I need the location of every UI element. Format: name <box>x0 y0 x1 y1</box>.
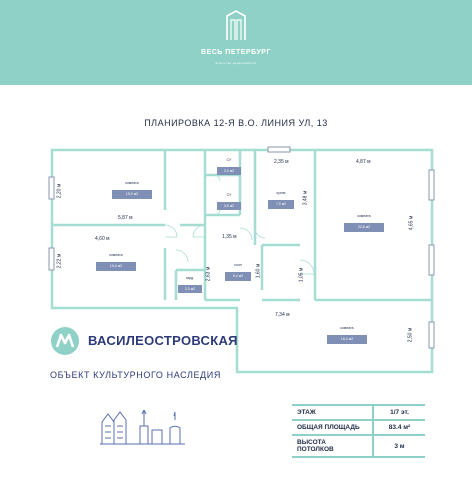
height-label: ВЫСОТА ПОТОЛКОВ <box>292 436 372 456</box>
kitchen-label: кухня <box>276 191 286 195</box>
city-skyline-icon <box>100 409 185 445</box>
dim-hall-width: 1,35 м <box>222 234 237 240</box>
dim-room2-height: 2,22 м <box>56 253 63 269</box>
plan-title: ПЛАНИРОВКА 12-Я В.О. ЛИНИЯ УЛ, 13 <box>144 118 328 128</box>
floor-label: ЭТАЖ <box>297 409 316 416</box>
dim-kitchen-height: 3,48 м <box>302 190 309 206</box>
info-row-area: ОБЩАЯ ПЛОЩАДЬ 83.4 м² <box>292 421 425 436</box>
hall-area: 5,4 м2 <box>225 272 251 281</box>
dim-kitchen-width: 2,35 м <box>274 159 289 165</box>
brand-subtitle: агентство недвижимости <box>215 61 257 65</box>
room2-area: 10,4 м2 <box>96 262 136 271</box>
dim-room3-height: 4,65 м <box>408 215 415 231</box>
height-value: 3 м <box>372 436 425 456</box>
room4-area: 16,4 м2 <box>327 335 367 344</box>
hall-label: холл <box>234 263 242 267</box>
room2-label: комната <box>109 253 123 257</box>
wc2-label: СУ <box>226 193 232 197</box>
brand-header: ВЕСЬ ПЕТЕРБУРГ агентство недвижимости <box>0 0 472 85</box>
dim-room4-width: 7,34 м <box>275 312 290 318</box>
dim-room2-width: 4,60 м <box>95 236 110 242</box>
brand-title: ВЕСЬ ПЕТЕРБУРГ <box>201 49 271 56</box>
height-label-line2: ПОТОЛКОВ <box>297 446 334 453</box>
room3-area: 22,8 м2 <box>344 223 384 232</box>
windows <box>48 146 435 349</box>
wardrobe-area: 2,3 м2 <box>178 285 202 293</box>
info-row-floor: ЭТАЖ 1/7 эт. <box>292 406 425 421</box>
room3-label: комната <box>357 214 371 218</box>
dim-wardrobe-height: 2,63 м <box>205 266 212 282</box>
building-logo-icon <box>226 10 246 40</box>
wc1-area: 2,0 м2 <box>217 167 241 175</box>
metro-station-name: ВАСИЛЕОСТРОВСКАЯ <box>88 333 238 348</box>
dim-corridor-height: 1,05 м <box>298 267 305 283</box>
info-row-height: ВЫСОТА ПОТОЛКОВ 3 м <box>292 436 425 458</box>
heritage-label: ОБЪЕКТ КУЛЬТУРНОГО НАСЛЕДИЯ <box>50 370 221 380</box>
area-label: ОБЩАЯ ПЛОЩАДЬ <box>297 424 360 431</box>
dim-hall-height: 1,60 м <box>255 263 262 279</box>
room4-label: комната <box>340 326 354 330</box>
door-arcs <box>164 174 315 275</box>
dim-room4-height: 2,50 м <box>407 327 414 343</box>
metro-icon <box>51 327 79 355</box>
floor-plan-walls <box>50 148 434 374</box>
wardrobe-label: гард. <box>185 276 195 280</box>
room1-label: комната <box>125 181 139 185</box>
dim-room1-height: 2,20 м <box>56 183 63 199</box>
dim-room1-width: 5,87 м <box>118 215 133 221</box>
wc1-label: СУ <box>226 158 232 162</box>
room1-area: 15,9 м2 <box>112 190 152 199</box>
wc2-area: 3,5 м2 <box>217 202 241 210</box>
apartment-info-table: ЭТАЖ 1/7 эт. ОБЩАЯ ПЛОЩАДЬ 83.4 м² ВЫСОТ… <box>292 404 425 458</box>
floor-value: 1/7 эт. <box>372 406 425 419</box>
kitchen-area: 7,9 м2 <box>268 200 294 209</box>
dim-room3-width: 4,87 м <box>356 159 371 165</box>
height-label-line1: ВЫСОТА <box>297 439 326 446</box>
area-value: 83.4 м² <box>372 421 425 434</box>
